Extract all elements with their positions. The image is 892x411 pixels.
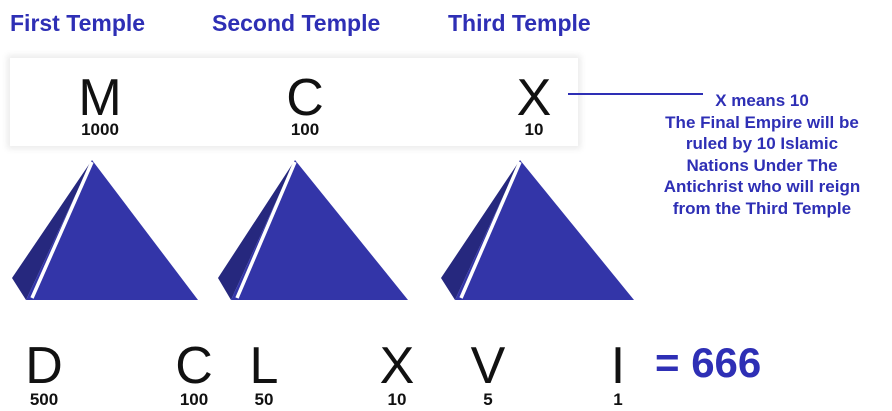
numeral-c-bottom: C [175, 337, 213, 395]
numeral-x-bottom: X [379, 337, 415, 395]
numeral-v: V [470, 337, 506, 395]
title-first-temple: First Temple [10, 10, 146, 36]
note-line: from the Third Temple [672, 198, 852, 218]
top-numeral-panel [10, 58, 578, 146]
value-10-bottom: 10 [387, 390, 407, 409]
value-1: 1 [613, 390, 623, 409]
numeral-l: L [249, 337, 279, 395]
note-line: Nations Under The [686, 155, 838, 175]
numeral-c-top: C [286, 69, 324, 127]
result-total: = 666 [655, 339, 762, 386]
note-line: Antichrist who will reign [663, 177, 861, 196]
pyramid-second-temple [218, 160, 408, 300]
numeral-x-top: X [516, 69, 552, 127]
value-500: 500 [29, 390, 59, 409]
value-10-top: 10 [524, 120, 544, 139]
title-second-temple: Second Temple [212, 10, 381, 36]
value-50: 50 [254, 390, 274, 409]
pyramid-first-temple [12, 160, 198, 300]
explanation-note: X means 10 The Final Empire will be rule… [640, 90, 884, 219]
note-line: The Final Empire will be [665, 112, 859, 132]
numeral-i: I [610, 337, 626, 395]
value-5: 5 [483, 390, 493, 409]
numeral-d: D [25, 337, 63, 395]
note-line: X means 10 [715, 91, 809, 110]
pyramid-third-temple [441, 160, 634, 300]
numeral-m: M [78, 69, 122, 127]
value-100-top: 100 [290, 120, 320, 139]
title-third-temple: Third Temple [448, 10, 591, 36]
value-100-bottom: 100 [179, 390, 209, 409]
note-connector-line [568, 93, 703, 95]
note-line: ruled by 10 Islamic [685, 134, 839, 153]
value-1000: 1000 [81, 120, 119, 139]
